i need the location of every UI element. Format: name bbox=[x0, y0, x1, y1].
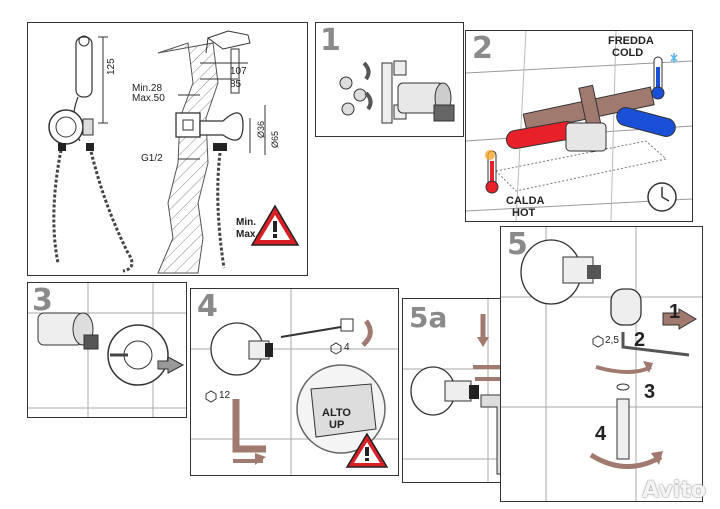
min-label: Min. bbox=[236, 217, 256, 228]
hex-key-icon bbox=[205, 342, 342, 403]
step-number: 4 bbox=[197, 289, 218, 324]
thermometer-hot-icon bbox=[485, 150, 499, 194]
panel-step-2: 2 bbox=[465, 30, 693, 222]
technical-drawing-svg bbox=[48, 30, 300, 274]
step1-illustration bbox=[339, 60, 455, 124]
hex-key-icon bbox=[592, 335, 604, 348]
cold-label-it: FREDDA bbox=[608, 35, 654, 47]
watermark: Avito bbox=[642, 478, 706, 503]
step-number: 5 bbox=[507, 227, 528, 262]
warning-triangle-icon bbox=[345, 432, 389, 468]
step3-illustration bbox=[28, 283, 186, 417]
hot-label-it: CALDA bbox=[506, 195, 545, 207]
up-label: UP bbox=[329, 419, 345, 431]
hot-label-en: HOT bbox=[512, 207, 536, 219]
dim-125: 125 bbox=[106, 58, 117, 75]
panel-step-5: 5 1 2 3 4 2,5 bbox=[500, 226, 703, 502]
alto-label: ALTO bbox=[322, 407, 351, 419]
step5-hex-25: 2,5 bbox=[605, 335, 619, 346]
dim-max50: Max.50 bbox=[132, 93, 165, 104]
step5-num-3: 3 bbox=[644, 381, 656, 403]
dim-36: Ø36 bbox=[256, 120, 266, 138]
step5-num-2: 2 bbox=[634, 329, 646, 351]
arrow-icon bbox=[157, 356, 185, 374]
cold-label-en: COLD bbox=[612, 47, 644, 59]
step-number: 5a bbox=[409, 301, 448, 334]
step5-num-4: 4 bbox=[595, 423, 607, 445]
step-number: 2 bbox=[472, 31, 493, 66]
warning-triangle-icon bbox=[250, 204, 300, 246]
clock-icon bbox=[647, 182, 677, 212]
panel-technical-drawing: 125 Min.28 Max.50 107 85 Ø36 Ø65 G1/2 Mi… bbox=[27, 22, 308, 276]
thermometer-cold-icon bbox=[651, 53, 678, 100]
step5-illustration bbox=[501, 227, 702, 501]
dim-min28: Min.28 bbox=[132, 83, 163, 94]
dim-85: 85 bbox=[230, 79, 242, 90]
max-label: Max. bbox=[236, 229, 259, 240]
hex-12-label: 12 bbox=[219, 390, 231, 401]
step-number: 3 bbox=[32, 283, 53, 318]
panel-step-3: 3 bbox=[27, 282, 187, 418]
step4-illustration bbox=[191, 289, 398, 475]
dim-107: 107 bbox=[230, 66, 247, 77]
dim-g12: G1/2 bbox=[141, 153, 163, 164]
step5-num-1: 1 bbox=[669, 301, 681, 323]
dim-65: Ø65 bbox=[270, 130, 280, 148]
hex-4-label: 4 bbox=[344, 342, 350, 353]
panel-step-4: 4 4 12 ALTO UP bbox=[190, 288, 399, 476]
step2-illustration bbox=[466, 31, 692, 221]
panel-step-1: 1 bbox=[315, 22, 464, 137]
step-number: 1 bbox=[320, 23, 341, 58]
